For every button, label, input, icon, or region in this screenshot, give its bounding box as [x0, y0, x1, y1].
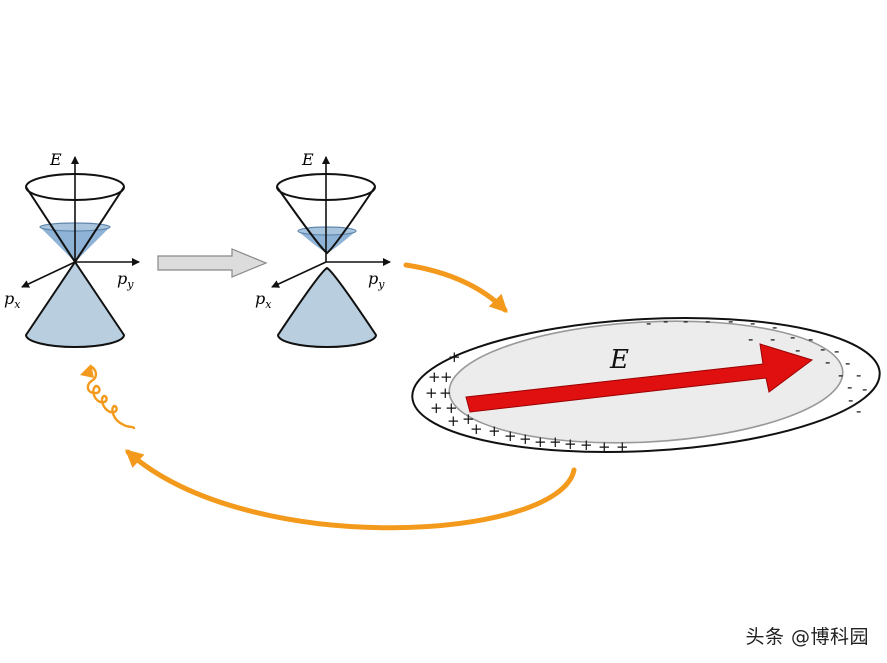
- wavy-photon-icon: [84, 365, 136, 430]
- svg-text:+: +: [616, 438, 629, 456]
- transition-arrow-icon: [157, 248, 268, 278]
- svg-text:+: +: [564, 435, 577, 453]
- svg-text:-: -: [845, 354, 850, 372]
- svg-text:py: py: [368, 269, 385, 291]
- svg-text:-: -: [750, 314, 755, 332]
- energy-axis-label: E: [301, 150, 314, 169]
- svg-text:+: +: [549, 433, 562, 451]
- charged-disk: + + + + + + + + + + + + + + + + + + + - …: [411, 312, 881, 456]
- curved-orange-arrow-icon: [125, 449, 577, 531]
- svg-text:px: px: [4, 289, 21, 311]
- svg-text:-: -: [748, 330, 753, 348]
- svg-text:-: -: [856, 366, 861, 384]
- svg-text:+: +: [470, 420, 483, 438]
- svg-text:+: +: [504, 427, 517, 445]
- svg-text:-: -: [790, 328, 795, 346]
- px-axis-label: p: [255, 289, 265, 308]
- svg-text:-: -: [646, 314, 651, 332]
- svg-text:+: +: [439, 384, 452, 402]
- field-label: E: [609, 345, 629, 375]
- svg-text:-: -: [834, 342, 839, 360]
- svg-text:+: +: [448, 348, 461, 366]
- svg-text:-: -: [820, 340, 825, 358]
- momentum-axis-arrow-icon: [271, 261, 327, 288]
- svg-text:-: -: [770, 330, 775, 348]
- svg-text:-: -: [838, 366, 843, 384]
- svg-text:+: +: [425, 384, 438, 402]
- svg-text:-: -: [795, 341, 800, 359]
- svg-text:py: py: [117, 269, 134, 291]
- svg-text:+: +: [447, 412, 460, 430]
- svg-text:+: +: [440, 368, 453, 386]
- electric-field-arrow-icon: [465, 343, 814, 413]
- curved-orange-arrow-icon: [403, 262, 508, 313]
- dirac-cone-gapped: E py px: [255, 150, 391, 348]
- momentum-axis-arrow-icon: [21, 261, 76, 288]
- px-axis-label: p: [4, 289, 14, 308]
- svg-text:+: +: [519, 430, 532, 448]
- watermark: 头条 @博科园: [745, 626, 869, 648]
- svg-text:+: +: [598, 438, 611, 456]
- svg-text:+: +: [445, 399, 458, 417]
- svg-text:-: -: [847, 378, 852, 396]
- svg-text:-: -: [848, 391, 853, 409]
- svg-text:-: -: [683, 312, 688, 330]
- py-axis-label: p: [117, 269, 127, 288]
- dirac-cone-gapless: E py px: [4, 150, 140, 348]
- energy-axis-label: E: [49, 150, 62, 169]
- svg-text:-: -: [808, 330, 813, 348]
- svg-text:px: px: [255, 289, 272, 311]
- svg-text:-: -: [856, 402, 861, 420]
- wavy-photon-arrowhead-icon: [80, 364, 94, 378]
- negative-charges: - - - - - - - - - - - - - - - - - - - - …: [646, 312, 867, 420]
- lower-cone: [276, 266, 378, 348]
- svg-text:+: +: [462, 410, 475, 428]
- svg-text:-: -: [862, 380, 867, 398]
- svg-text:+: +: [488, 422, 501, 440]
- svg-text:+: +: [428, 368, 441, 386]
- svg-text:-: -: [772, 318, 777, 336]
- svg-text:-: -: [728, 312, 733, 330]
- svg-text:-: -: [825, 353, 830, 371]
- svg-text:+: +: [580, 436, 593, 454]
- svg-text:-: -: [663, 312, 668, 330]
- lower-cone: [24, 260, 126, 348]
- svg-text:+: +: [534, 433, 547, 451]
- positive-charges: + + + + + + + + + + + + + + + + + + +: [425, 348, 629, 456]
- svg-text:+: +: [430, 399, 443, 417]
- py-axis-label: p: [368, 269, 378, 288]
- svg-text:-: -: [705, 312, 710, 330]
